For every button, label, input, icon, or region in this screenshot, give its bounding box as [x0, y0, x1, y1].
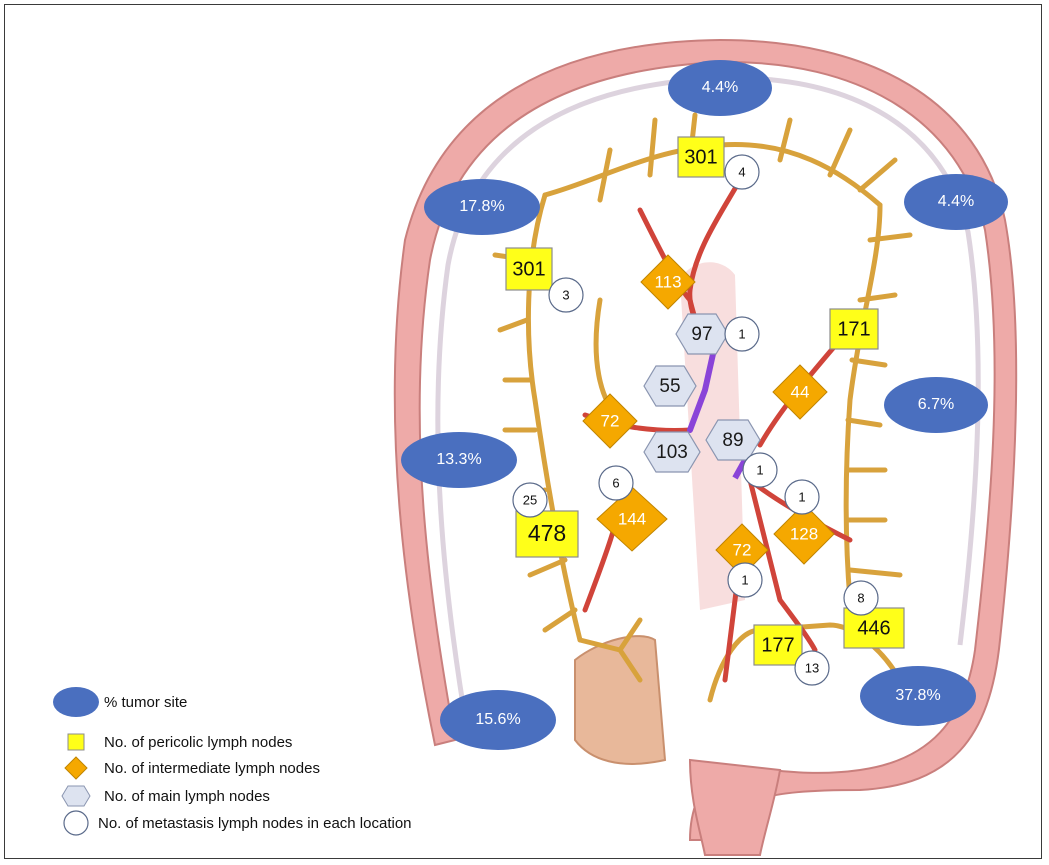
main-node: 89 [706, 420, 760, 460]
tumor-site-marker: 6.7% [884, 377, 988, 433]
pericolic-node: 301 [506, 248, 552, 290]
metastasis-count: 25 [523, 492, 537, 507]
tumor-site-marker: 4.4% [904, 174, 1008, 230]
metastasis-node: 1 [743, 453, 777, 487]
pericolic-count: 446 [857, 617, 890, 639]
metastasis-node: 1 [728, 563, 762, 597]
intermediate-count: 113 [654, 272, 681, 291]
legend-label: No. of intermediate lymph nodes [104, 760, 320, 777]
metastasis-node: 6 [599, 466, 633, 500]
tumor-site-marker: 15.6% [440, 690, 556, 750]
pericolic-count: 301 [684, 146, 717, 168]
metastasis-node: 13 [795, 651, 829, 685]
main-count: 97 [691, 324, 712, 345]
legend-item-intermediate: No. of intermediate lymph nodes [65, 757, 320, 779]
intermediate-node: 72 [583, 394, 637, 448]
legend-circle-symbol [64, 811, 88, 835]
legend-label: % tumor site [104, 694, 187, 711]
legend-label: No. of main lymph nodes [104, 788, 270, 805]
tumor-site-marker: 13.3% [401, 432, 517, 488]
pericolic-count: 177 [761, 634, 794, 656]
tumor-site-marker: 17.8% [424, 179, 540, 235]
main-node: 55 [644, 366, 696, 406]
intermediate-count: 128 [790, 524, 818, 543]
metastasis-node: 1 [725, 317, 759, 351]
tumor-site-marker: 37.8% [860, 666, 976, 726]
legend-diamond-symbol [65, 757, 87, 779]
tumor-site-value: 6.7% [918, 396, 954, 413]
intermediate-count: 72 [601, 411, 620, 430]
intermediate-count: 44 [791, 382, 810, 401]
metastasis-count: 13 [805, 660, 819, 675]
legend-label: No. of pericolic lymph nodes [104, 734, 292, 751]
pericolic-node: 171 [830, 309, 878, 349]
metastasis-count: 6 [612, 475, 619, 490]
tumor-site-value: 15.6% [475, 711, 520, 728]
legend-label: No. of metastasis lymph nodes in each lo… [98, 815, 412, 832]
legend-item-main: No. of main lymph nodes [62, 786, 270, 806]
legend-item-metastasis: No. of metastasis lymph nodes in each lo… [64, 811, 412, 835]
legend-square-symbol [68, 734, 84, 750]
tumor-site-value: 37.8% [895, 687, 940, 704]
tumor-site-value: 17.8% [459, 198, 504, 215]
main-count: 89 [722, 430, 743, 451]
pericolic-count: 301 [512, 258, 545, 280]
legend-hexagon-symbol [62, 786, 90, 806]
tumor-site-value: 4.4% [702, 79, 738, 96]
intermediate-count: 144 [618, 509, 646, 528]
metastasis-count: 1 [798, 489, 805, 504]
metastasis-count: 3 [562, 287, 569, 302]
metastasis-count: 1 [738, 326, 745, 341]
metastasis-count: 8 [857, 590, 864, 605]
main-node: 97 [676, 314, 728, 354]
metastasis-node: 25 [513, 483, 547, 517]
main-count: 55 [659, 376, 680, 397]
tumor-site-marker: 4.4% [668, 60, 772, 116]
legend-item-pericolic: No. of pericolic lymph nodes [68, 734, 292, 751]
intermediate-count: 72 [733, 540, 752, 559]
metastasis-count: 4 [738, 164, 745, 179]
legend: % tumor site No. of pericolic lymph node… [53, 687, 412, 835]
pericolic-node: 446 [844, 608, 904, 648]
pericolic-node: 177 [754, 625, 802, 665]
pericolic-node: 301 [678, 137, 724, 177]
metastasis-node: 4 [725, 155, 759, 189]
pericolic-count: 171 [837, 318, 870, 340]
metastasis-node: 3 [549, 278, 583, 312]
legend-oval-symbol [53, 687, 99, 717]
main-count: 103 [656, 442, 688, 463]
main-node: 103 [644, 432, 700, 472]
pericolic-node: 478 [516, 511, 578, 557]
metastasis-count: 1 [756, 462, 763, 477]
pericolic-count: 478 [528, 520, 566, 546]
metastasis-node: 1 [785, 480, 819, 514]
metastasis-count: 1 [741, 572, 748, 587]
metastasis-node: 8 [844, 581, 878, 615]
tumor-site-value: 13.3% [436, 451, 481, 468]
legend-item-tumor-site: % tumor site [53, 687, 187, 717]
tumor-site-value: 4.4% [938, 193, 974, 210]
